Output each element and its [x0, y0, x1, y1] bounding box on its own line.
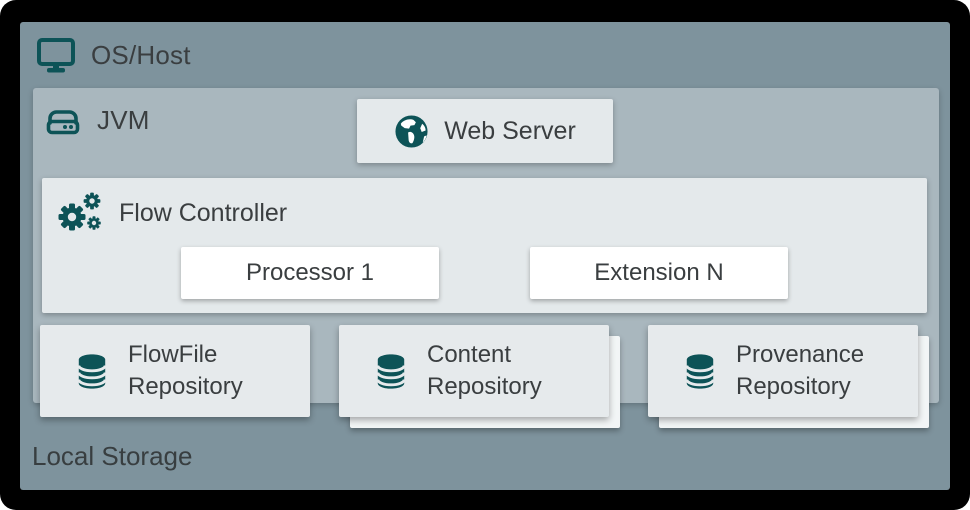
os-host-label-row: OS/Host [36, 36, 191, 74]
jvm-label: JVM [97, 105, 150, 135]
flow-controller-label: Flow Controller [119, 198, 288, 227]
jvm-label-row: JVM [44, 102, 150, 139]
os-host-box: OS/Host JVM Web Ser [20, 22, 950, 490]
database-icon [77, 353, 107, 389]
flowfile-repository-label: FlowFile Repository [128, 339, 243, 403]
repo-label-line1: Content [427, 341, 512, 368]
os-host-label: OS/Host [91, 39, 191, 70]
repo-label-line2: Repository [427, 373, 542, 400]
database-icon [376, 353, 406, 389]
repo-label-line1: FlowFile [128, 341, 218, 368]
extension-box: Extension N [530, 247, 788, 299]
globe-icon [395, 114, 428, 148]
web-server-box: Web Server [357, 99, 613, 163]
repo-label-line1: Provenance [736, 341, 865, 368]
repo-label-line2: Repository [736, 373, 851, 400]
gears-icon [58, 192, 101, 231]
flow-controller-label-row: Flow Controller [56, 190, 287, 236]
content-repository-box: Content Repository [339, 325, 609, 417]
local-storage-label: Local Storage [32, 441, 193, 471]
provenance-repository-label: Provenance Repository [736, 339, 864, 403]
flow-controller-box: Flow Controller [42, 178, 927, 313]
flowfile-repository-box: FlowFile Repository [40, 325, 310, 417]
processor-box: Processor 1 [181, 247, 439, 299]
monitor-icon [37, 38, 75, 73]
content-repository-label: Content Repository [427, 339, 542, 403]
web-server-label: Web Server [444, 116, 576, 145]
harddrive-icon [46, 110, 80, 135]
repo-label-line2: Repository [128, 373, 243, 400]
provenance-repository-box: Provenance Repository [648, 325, 918, 417]
database-icon [685, 353, 715, 389]
